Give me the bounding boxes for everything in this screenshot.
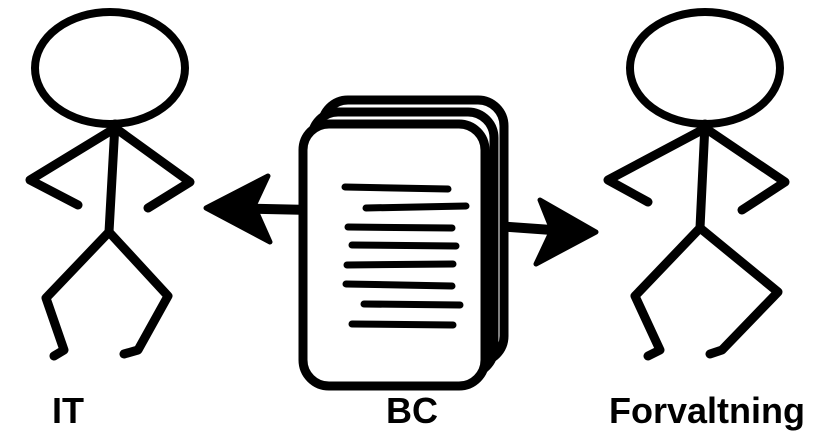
stick-figure-right-icon <box>603 8 790 361</box>
label-forvaltning: Forvaltning <box>609 390 805 431</box>
figure-left-leg-left <box>41 227 114 361</box>
figure-left-arm-left <box>25 125 117 210</box>
document-front-page <box>298 119 490 391</box>
arrow-left-head <box>203 173 273 245</box>
figure-left-body <box>104 119 120 237</box>
figure-left-arm-right <box>113 125 195 213</box>
figure-left-head <box>31 8 189 128</box>
arrow-right-head <box>533 197 599 267</box>
figure-right-head <box>626 8 784 128</box>
document-stack-icon <box>298 95 509 391</box>
figure-right-leg-left <box>630 223 705 361</box>
figure-right-body <box>695 119 710 233</box>
figure-right-arm-right <box>703 125 790 215</box>
label-bc: BC <box>386 390 438 431</box>
figure-left-leg-right <box>104 227 173 359</box>
label-it: IT <box>52 390 84 431</box>
figure-right-arm-left <box>603 125 707 207</box>
arrow-right-icon <box>490 197 599 267</box>
document-text-lines <box>341 183 470 329</box>
stick-figure-left-icon <box>25 8 195 361</box>
figure-right-leg-right <box>695 223 783 359</box>
arrow-left-icon <box>203 173 317 245</box>
